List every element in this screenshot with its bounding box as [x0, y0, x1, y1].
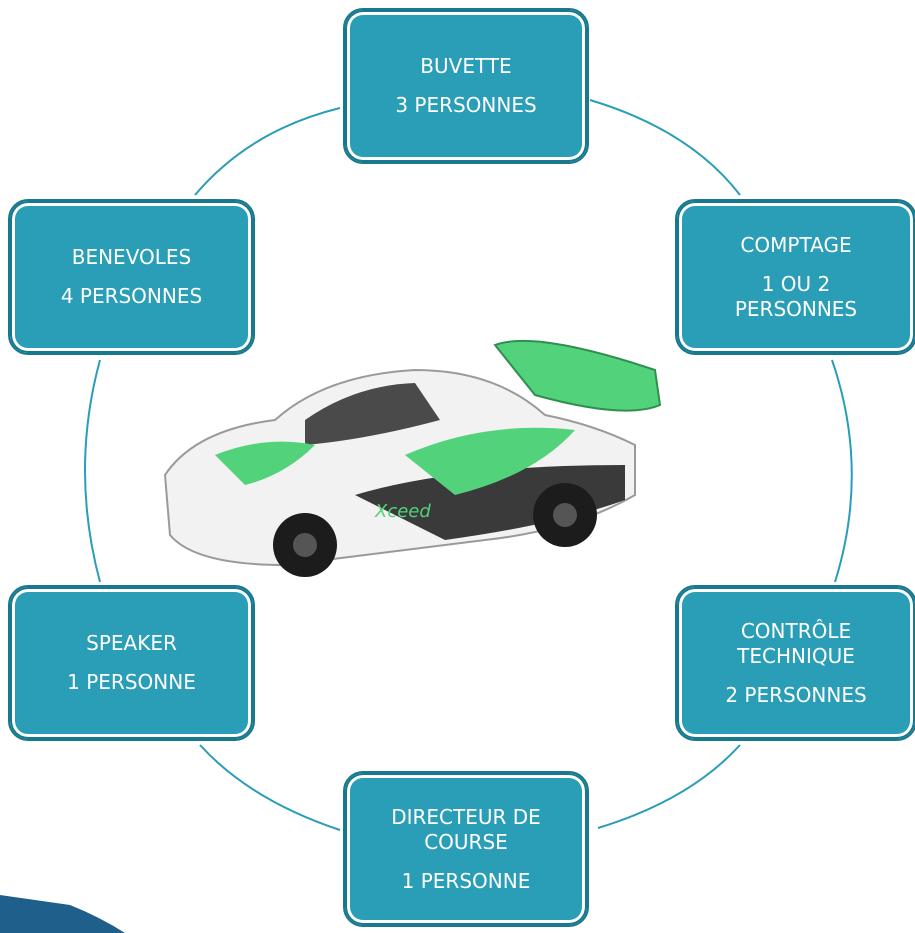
node-directeur-count: 1 PERSONNE — [401, 868, 531, 893]
ring-arc-top-right — [589, 99, 741, 196]
node-benevoles-count: 4 PERSONNES — [60, 284, 203, 308]
node-directeur-de-course: DIRECTEUR DE COURSE 1 PERSONNE — [343, 771, 589, 927]
car-front-hub — [293, 533, 317, 557]
rc-car-image: Xceed — [163, 339, 662, 577]
node-comptage-count-line1: 1 OU 2 — [761, 271, 831, 296]
car-green-decal-side — [405, 427, 575, 495]
node-buvette: BUVETTE 3 PERSONNES — [343, 8, 589, 164]
car-rear-hub — [553, 503, 577, 527]
car-rear-wing — [493, 339, 662, 412]
node-directeur-title-line1: DIRECTEUR DE — [391, 804, 541, 829]
ring-arc-bottom-left — [199, 744, 341, 831]
node-controle-title-line2: TECHNIQUE — [737, 643, 855, 668]
node-buvette-count: 3 PERSONNES — [395, 93, 537, 117]
node-controle-technique: CONTRÔLE TECHNIQUE 2 PERSONNES — [675, 585, 915, 741]
node-comptage-title: COMPTAGE — [740, 232, 852, 257]
node-controle-count: 2 PERSONNES — [725, 682, 867, 707]
node-benevoles: BENEVOLES 4 PERSONNES — [8, 199, 255, 355]
node-directeur-title-line2: COURSE — [424, 829, 508, 854]
ring-arc-right — [831, 359, 853, 583]
ring-arc-left — [84, 359, 101, 583]
node-speaker-title: SPEAKER — [86, 631, 177, 655]
node-buvette-title: BUVETTE — [420, 54, 512, 78]
node-speaker-count: 1 PERSONNE — [67, 670, 196, 694]
car-windshield — [305, 383, 440, 445]
corner-arrow-decoration — [0, 895, 125, 933]
node-controle-title-line1: CONTRÔLE — [740, 618, 852, 643]
node-comptage: COMPTAGE 1 OU 2 PERSONNES — [675, 199, 915, 355]
car-green-decal-hood — [215, 441, 315, 485]
car-brand-text: Xceed — [374, 501, 431, 522]
ring-arc-top-left — [194, 107, 341, 196]
node-benevoles-title: BENEVOLES — [71, 245, 192, 269]
node-comptage-count-line2: PERSONNES — [734, 296, 858, 321]
car-side-panel — [355, 465, 625, 540]
ring-arc-bottom-right — [597, 744, 741, 829]
node-speaker: SPEAKER 1 PERSONNE — [8, 585, 255, 741]
